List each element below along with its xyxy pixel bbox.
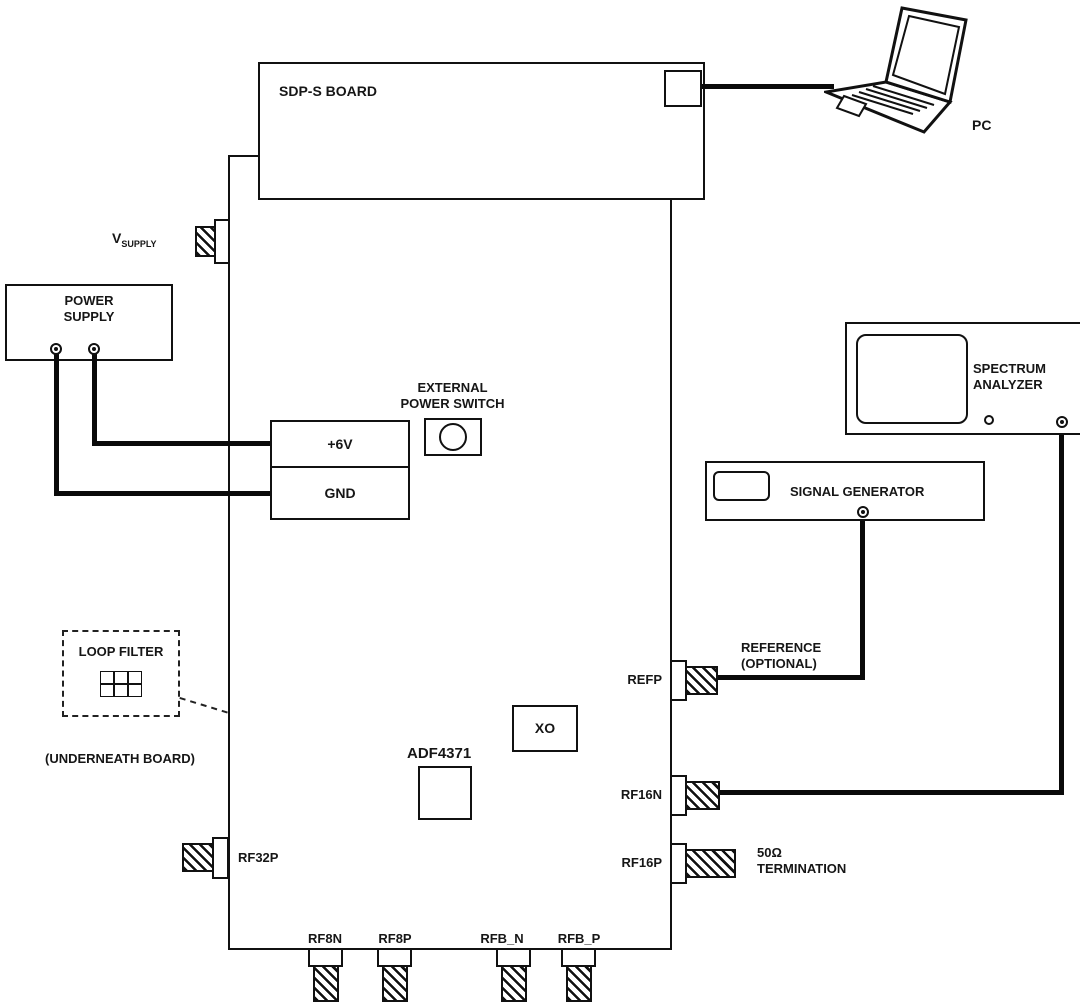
power-supply-label: POWER SUPPLY (5, 293, 173, 324)
signal-generator-terminal (857, 506, 869, 518)
rf8p-label: RF8P (378, 931, 412, 946)
terminal-dot (92, 347, 96, 351)
rf8n-connector-hatch (313, 965, 339, 1002)
adf4371-chip (418, 766, 472, 820)
external-power-switch-label: EXTERNAL POWER SWITCH (385, 380, 520, 411)
termination-label: 50Ω TERMINATION (757, 845, 846, 876)
loop-filter-box: LOOP FILTER (62, 630, 180, 717)
signal-generator-display (713, 471, 770, 501)
eval-board-outline (228, 155, 672, 950)
rf16p-connector-hatch (685, 849, 736, 878)
vsupply-label-main: V (112, 230, 122, 246)
vsupply-connector-hatch (195, 226, 216, 257)
loop-filter-label: LOOP FILTER (78, 644, 164, 659)
filter-cell (128, 671, 142, 684)
usb-connector (664, 70, 702, 107)
spectrum-analyzer-label: SPECTRUM ANALYZER (973, 361, 1046, 392)
rf16p-connector (670, 843, 687, 884)
adf4371-label: ADF4371 (407, 745, 472, 762)
wire-siggen-horizontal (716, 675, 865, 680)
filter-cell (100, 671, 114, 684)
rail-gnd-label: GND (324, 484, 356, 501)
loop-filter-symbol (100, 671, 142, 697)
external-power-switch-line2: POWER SWITCH (400, 395, 505, 411)
filter-cell (100, 684, 114, 697)
laptop-screen-inner (891, 14, 961, 96)
wire-gnd-vertical (54, 350, 59, 496)
laptop-touchpad (835, 94, 868, 118)
vsupply-connector (214, 219, 230, 264)
power-supply-terminal-left (50, 343, 62, 355)
wire-gnd-horizontal (54, 491, 273, 496)
rf8p-connector-hatch (382, 965, 408, 1002)
pc-laptop-icon (824, 6, 968, 134)
terminal-dot (861, 510, 865, 514)
power-supply-label-line1: POWER (64, 293, 114, 308)
rf16p-label: RF16P (621, 855, 662, 870)
spectrum-analyzer-terminal (1056, 416, 1068, 428)
filter-cell (114, 684, 128, 697)
rail-6v-label: +6V (327, 435, 353, 452)
refp-connector-hatch (685, 666, 718, 695)
terminal-dot (1060, 420, 1064, 424)
filter-cell (114, 671, 128, 684)
rfb-n-label: RFB_N (480, 931, 524, 946)
pc-label: PC (972, 117, 992, 133)
power-supply-terminal-right (88, 343, 100, 355)
rail-gnd-box: GND (270, 466, 410, 520)
external-power-switch-button (439, 423, 467, 451)
loop-filter-pointer-line (179, 697, 228, 714)
power-supply-label-line2: SUPPLY (63, 308, 115, 324)
sdp-s-board-label: SDP-S BOARD (279, 83, 378, 99)
wire-6v-horizontal (92, 441, 273, 446)
sdp-s-board (258, 62, 705, 200)
wire-siggen-vertical (860, 516, 865, 679)
rf16n-label: RF16N (620, 787, 662, 802)
vsupply-label-sub: SUPPLY (121, 238, 157, 249)
rfb-n-connector-hatch (501, 965, 527, 1002)
rfb-p-label: RFB_P (557, 931, 601, 946)
refp-label: REFP (627, 672, 662, 687)
rf32p-label: RF32P (238, 850, 279, 865)
termination-line2: TERMINATION (757, 860, 847, 876)
reference-line1: REFERENCE (741, 640, 822, 655)
reference-optional-label: REFERENCE (OPTIONAL) (741, 640, 821, 671)
terminal-dot (54, 347, 58, 351)
reference-line2: (OPTIONAL) (741, 655, 817, 671)
loop-filter-note: (UNDERNEATH BOARD) (45, 751, 195, 766)
signal-generator-label: SIGNAL GENERATOR (790, 484, 925, 499)
spectrum-analyzer-line1: SPECTRUM (973, 361, 1046, 376)
rail-6v-box: +6V (270, 420, 410, 468)
termination-line1: 50Ω (757, 845, 782, 860)
external-power-switch-line1: EXTERNAL (417, 380, 488, 395)
rfb-p-connector-hatch (566, 965, 592, 1002)
wire-spectrum-horizontal (718, 790, 1064, 795)
rf16n-connector-hatch (685, 781, 720, 810)
wire-sdp-to-pc (702, 84, 834, 89)
filter-cell (128, 684, 142, 697)
vsupply-label: VSUPPLY (112, 230, 157, 250)
rf32p-connector (212, 837, 229, 879)
xo-label: XO (534, 720, 556, 737)
rf32p-connector-hatch (182, 843, 214, 872)
refp-connector (670, 660, 687, 701)
spectrum-analyzer-screen (856, 334, 968, 424)
wire-spectrum-vertical (1059, 427, 1064, 795)
xo-box: XO (512, 705, 578, 752)
spectrum-analyzer-knob (984, 415, 994, 425)
rf8n-label: RF8N (308, 931, 342, 946)
spectrum-analyzer-line2: ANALYZER (973, 376, 1043, 392)
wire-6v-vertical (92, 350, 97, 446)
rf16n-connector (670, 775, 687, 816)
